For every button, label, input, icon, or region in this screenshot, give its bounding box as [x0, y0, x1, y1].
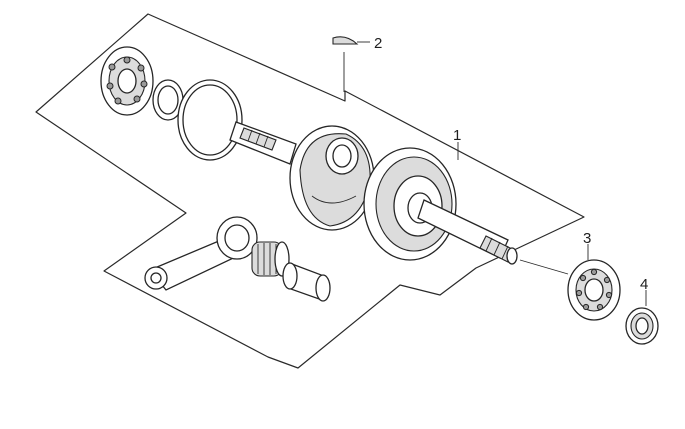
left-crankshaft-stub — [229, 121, 297, 165]
right-crank-web-part — [363, 147, 457, 261]
callout-3-label: 3 — [583, 230, 591, 247]
oil-seal-part — [625, 290, 659, 345]
crank-pin-part — [282, 262, 331, 302]
left-main-bearing-part — [100, 46, 154, 116]
woodruff-key-part — [332, 36, 370, 92]
assembly-group-outline — [35, 13, 585, 369]
right-main-bearing-part — [519, 244, 621, 321]
thrust-washer-part — [177, 79, 243, 161]
left-crank-web-part — [289, 125, 375, 231]
right-crankshaft-part — [417, 199, 518, 265]
needle-bearing-part — [251, 241, 290, 277]
callout-1-label: 1 — [453, 127, 461, 144]
axis-line-3 — [519, 259, 569, 275]
callout-4-label: 4 — [640, 276, 648, 293]
connecting-rod-part — [144, 216, 258, 291]
callout-2-label: 2 — [374, 35, 382, 52]
